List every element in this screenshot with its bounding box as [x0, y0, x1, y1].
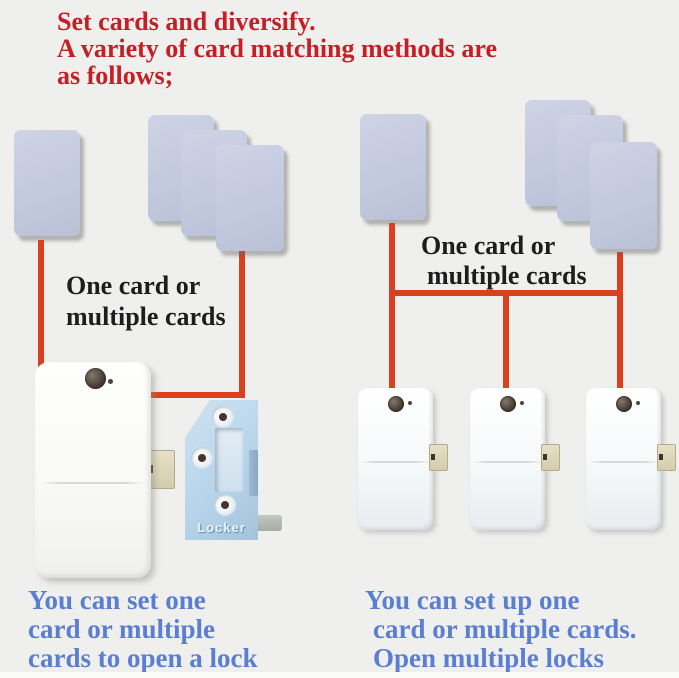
- connector-line: [38, 240, 44, 420]
- lock-device-2: [470, 388, 560, 530]
- lock-seam: [39, 482, 147, 484]
- indicator-dot-icon: [520, 401, 524, 405]
- lock-device-3: [586, 388, 676, 530]
- right-caption-line-2: card or multiple cards.: [373, 614, 637, 644]
- right-cards-label: One card or multiple cards: [421, 231, 587, 291]
- screw-hole-icon: [214, 494, 236, 516]
- screw-pin: [221, 501, 229, 509]
- screw-pin: [198, 454, 206, 462]
- header-text: Set cards and diversify. A variety of ca…: [57, 8, 667, 89]
- lock-device-1: [358, 388, 448, 530]
- rfid-card-stack-left-front: [216, 145, 284, 251]
- sensor-lens-icon: [85, 368, 106, 389]
- strike-opening: [215, 428, 243, 492]
- connector-line: [389, 223, 395, 429]
- rfid-card-single-left: [14, 130, 80, 236]
- right-caption-line-1: You can set up one: [365, 585, 580, 615]
- right-cards-label-line-2: multiple cards: [427, 261, 587, 290]
- screw-pin: [219, 413, 227, 421]
- latch-tongue: [429, 444, 448, 471]
- lock-seam: [361, 461, 430, 463]
- lock-device-main: [35, 362, 151, 578]
- hinge-strip: [249, 450, 258, 496]
- latch-tongue: [541, 444, 560, 471]
- sensor-lens-icon: [388, 396, 404, 412]
- sensor-lens-icon: [500, 396, 516, 412]
- lock-seam: [589, 461, 658, 463]
- left-cards-label: One card or multiple cards: [66, 270, 226, 332]
- connector-line: [503, 292, 509, 430]
- indicator-dot-icon: [408, 401, 412, 405]
- screw-hole-icon: [191, 447, 213, 469]
- connector-line: [239, 250, 245, 398]
- sensor-lens-icon: [616, 396, 632, 412]
- locker-brand-text: Locker: [197, 520, 246, 535]
- latch-slot: [659, 454, 663, 460]
- lock-seam: [473, 461, 542, 463]
- left-cards-label-line-2: multiple cards: [66, 302, 226, 331]
- latch-tongue: [657, 444, 676, 471]
- screw-hole-icon: [212, 406, 234, 428]
- latch-slot: [431, 454, 435, 460]
- connector-line: [126, 392, 245, 398]
- connector-line: [617, 252, 623, 425]
- indicator-dot-icon: [636, 401, 640, 405]
- header-line-3: as follows;: [57, 61, 174, 90]
- rfid-card-single-right: [360, 114, 426, 220]
- left-caption: You can set one card or multiple cards t…: [28, 586, 258, 673]
- footer-strip: [0, 672, 679, 678]
- right-cards-label-line-1: One card or: [421, 231, 556, 260]
- header-line-2: A variety of card matching methods are: [57, 34, 498, 63]
- left-caption-line-3: cards to open a lock: [28, 643, 258, 673]
- latch-slot: [543, 454, 547, 460]
- right-caption-line-3: Open multiple locks: [373, 643, 605, 673]
- locker-strike-plate: Locker: [185, 400, 258, 540]
- right-caption: You can set up one card or multiple card…: [365, 586, 636, 673]
- indicator-dot-icon: [108, 379, 113, 384]
- left-caption-line-2: card or multiple: [28, 614, 215, 644]
- rfid-card-stack-right-front: [590, 142, 657, 249]
- strike-peg: [254, 515, 282, 531]
- header-line-1: Set cards and diversify.: [57, 7, 316, 36]
- left-caption-line-1: You can set one: [28, 585, 206, 615]
- left-cards-label-line-1: One card or: [66, 271, 201, 300]
